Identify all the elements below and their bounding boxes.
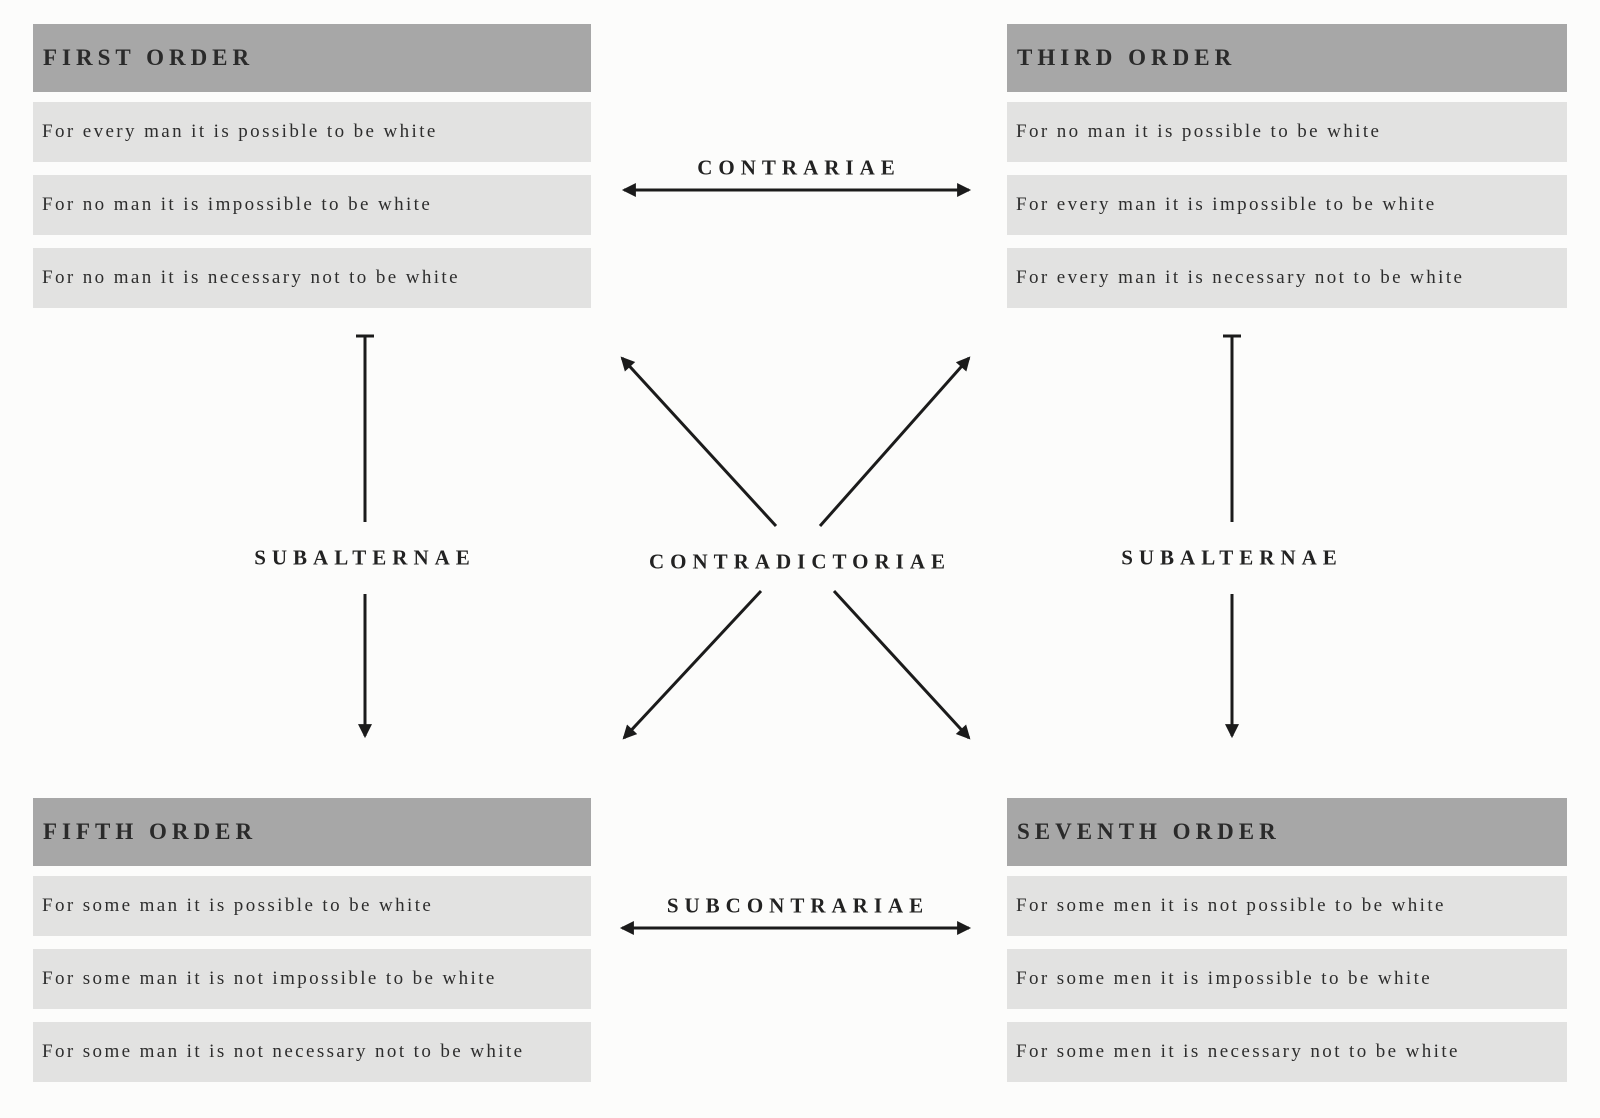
proposition-row: For some men it is impossible to be whit… (1007, 949, 1567, 1009)
panel-title-third-order: THIRD ORDER (1007, 24, 1567, 92)
subalternae-left-label: SUBALTERNAE (254, 545, 476, 570)
proposition-row: For some men it is necessary not to be w… (1007, 1022, 1567, 1082)
proposition-row: For every man it is possible to be white (33, 102, 591, 162)
subalternae-right-arrow (1223, 334, 1241, 739)
panel-title-fifth-order: FIFTH ORDER (33, 798, 591, 866)
proposition-row: For some man it is possible to be white (33, 876, 591, 936)
proposition-row: For every man it is impossible to be whi… (1007, 175, 1567, 235)
subalternae-right-label: SUBALTERNAE (1121, 545, 1343, 570)
contradictoriae-label: CONTRADICTORIAE (649, 549, 951, 574)
subcontrariae-label: SUBCONTRARIAE (666, 893, 930, 918)
panel-seventh-order: SEVENTH ORDER For some men it is not pos… (1007, 798, 1567, 1082)
panel-first-order: FIRST ORDER For every man it is possible… (33, 24, 591, 308)
panel-third-order: THIRD ORDER For no man it is possible to… (1007, 24, 1567, 308)
proposition-row: For some man it is not impossible to be … (33, 949, 591, 1009)
proposition-row: For no man it is possible to be white (1007, 102, 1567, 162)
proposition-row: For some man it is not necessary not to … (33, 1022, 591, 1082)
subalternae-left-arrow (356, 334, 374, 739)
contradictoriae-arrows (620, 356, 971, 740)
panel-fifth-order: FIFTH ORDER For some man it is possible … (33, 798, 591, 1082)
proposition-row: For some men it is not possible to be wh… (1007, 876, 1567, 936)
panel-title-first-order: FIRST ORDER (33, 24, 591, 92)
panel-title-seventh-order: SEVENTH ORDER (1007, 798, 1567, 866)
proposition-row: For no man it is necessary not to be whi… (33, 248, 591, 308)
contrariae-label: CONTRARIAE (697, 155, 901, 180)
proposition-row: For no man it is impossible to be white (33, 175, 591, 235)
proposition-row: For every man it is necessary not to be … (1007, 248, 1567, 308)
